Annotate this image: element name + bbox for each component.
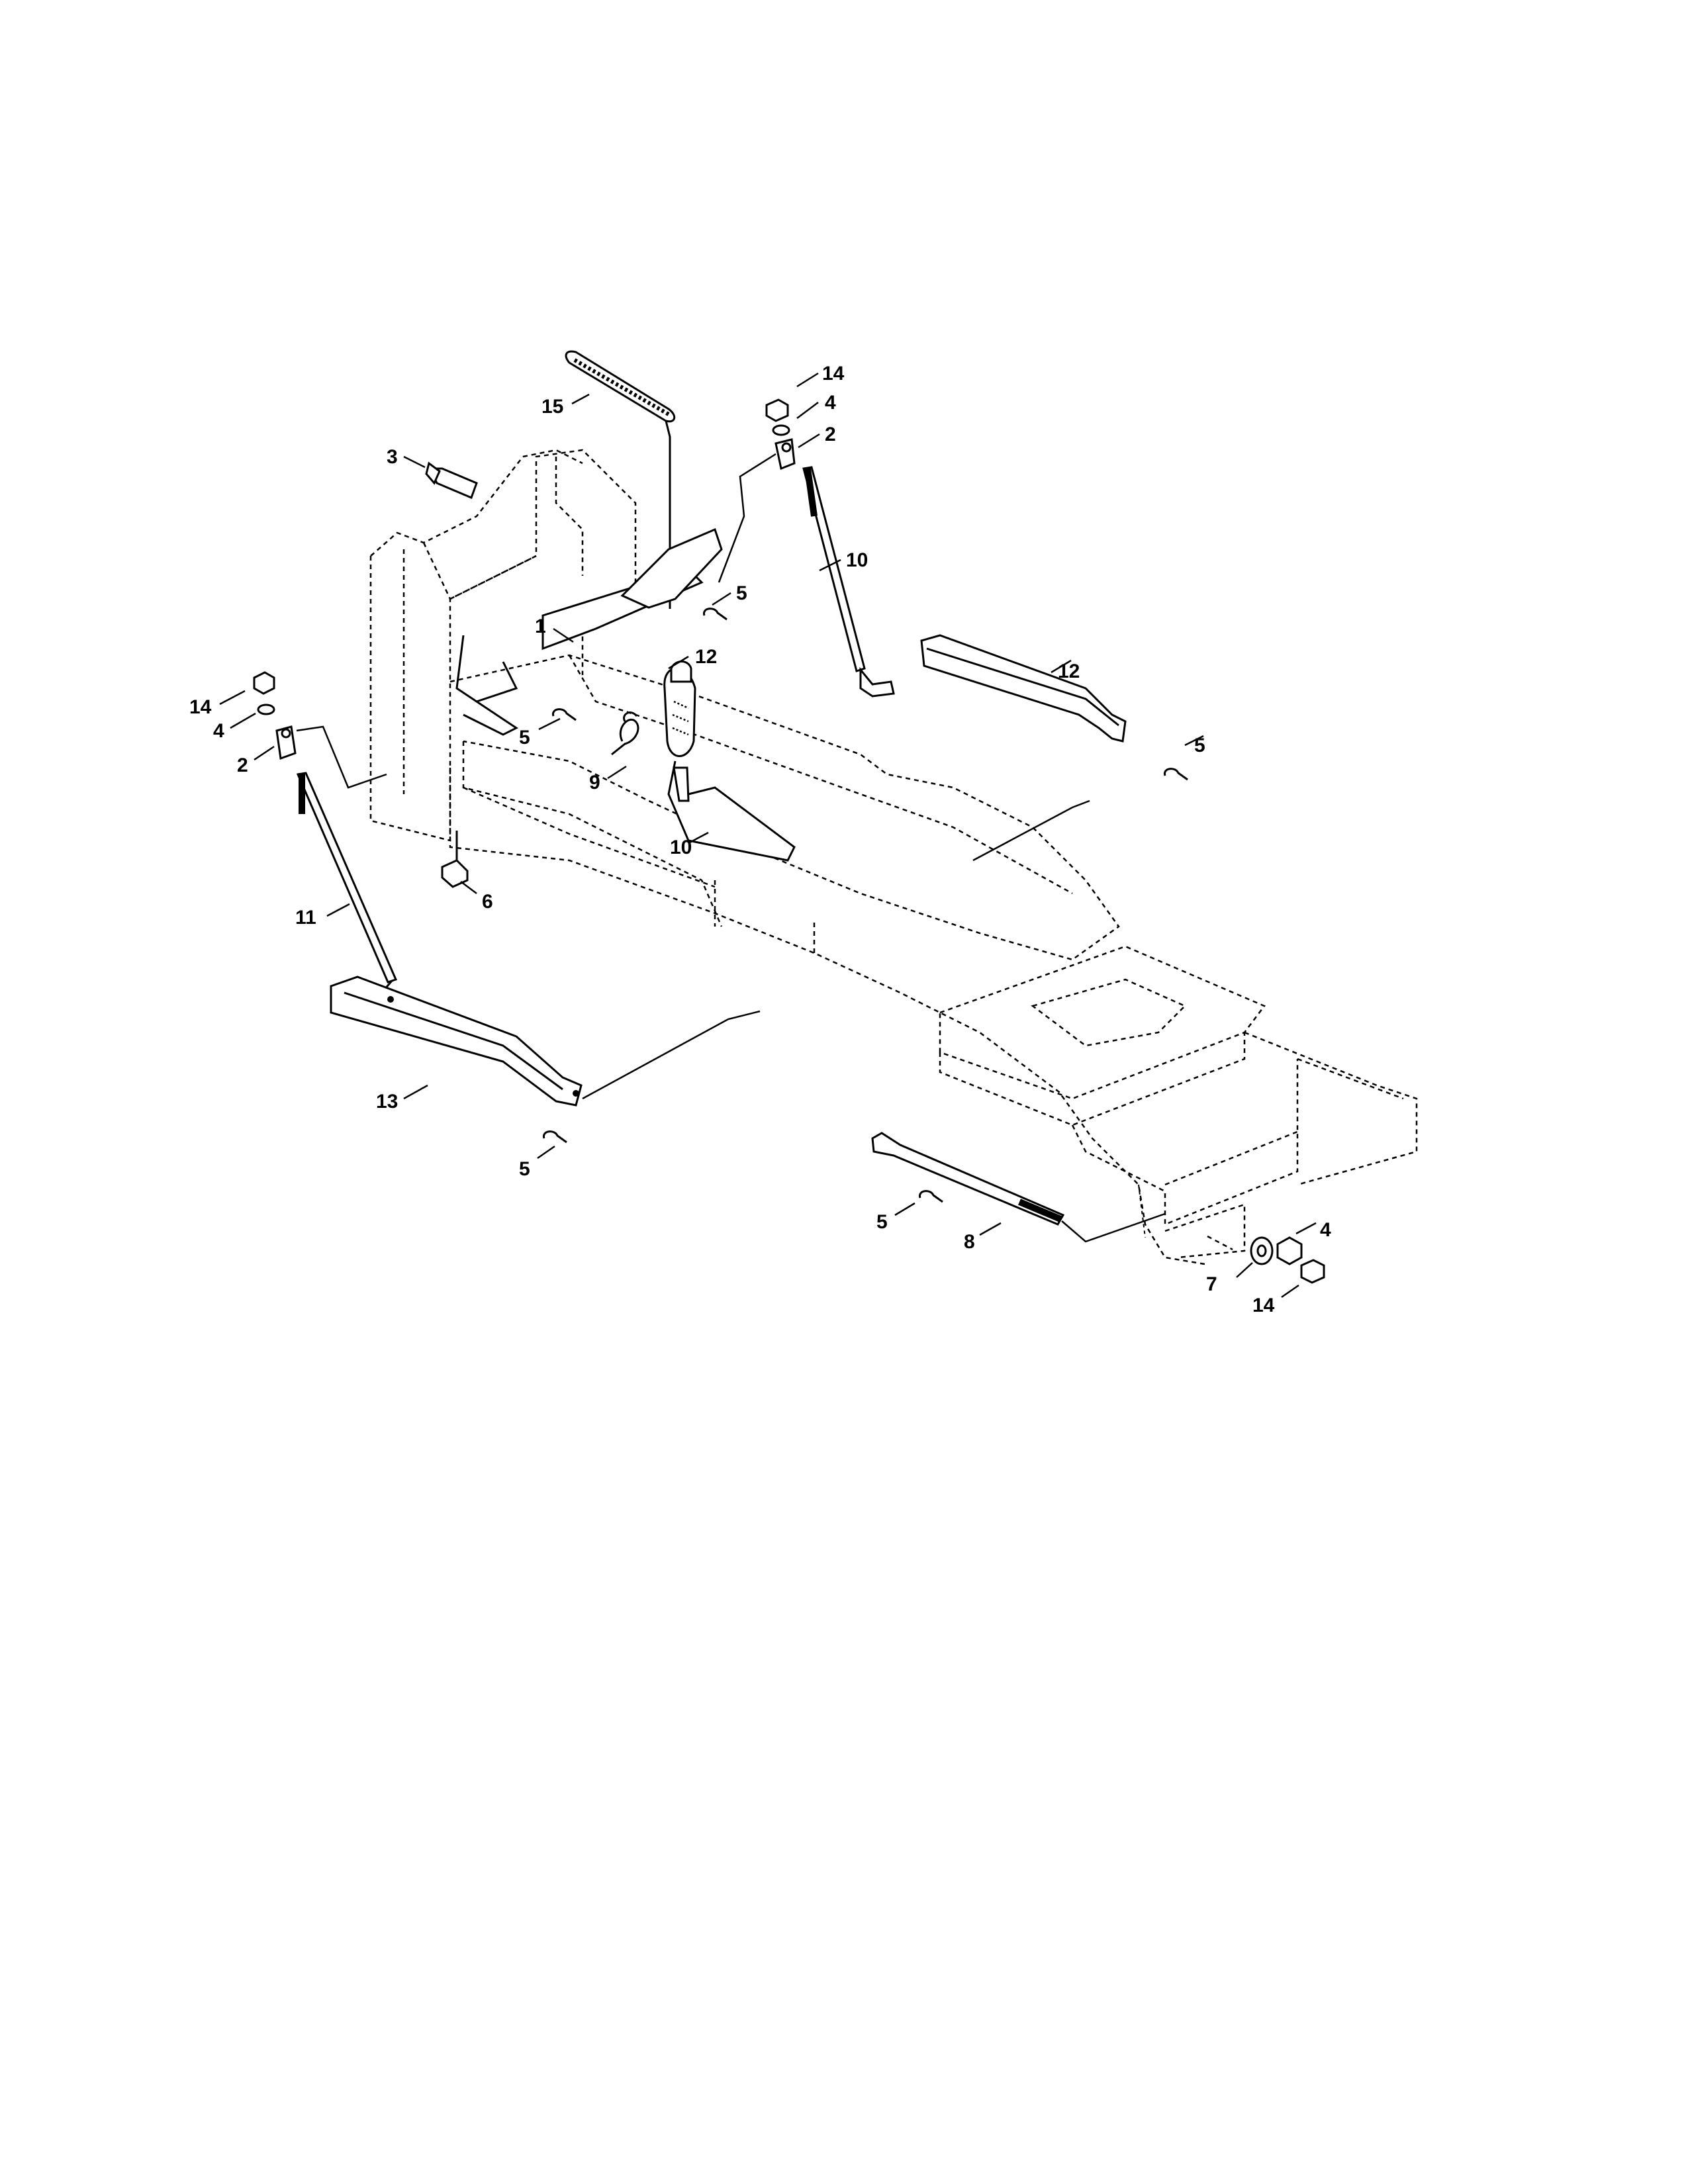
callout-5-mid: 5 [519,727,530,749]
callout-11: 7 [1206,1273,1217,1295]
part-12-right-link [920,634,1127,743]
callout-4-left: 4 [213,720,224,742]
callout-2-left: 2 [237,754,248,776]
callout-15: 15 [541,396,563,418]
callout-10-right: 10 [846,549,868,571]
cotter-pins [543,608,1188,1203]
callout-4-bottom: 4 [1320,1219,1331,1241]
callout-12-right: 12 [1058,660,1080,682]
callout-4-top: 4 [825,392,836,414]
callout-1: 1 [535,615,546,637]
part-9-rod [871,1132,1166,1243]
callout-5-left: 5 [519,1158,530,1180]
callout-5-top: 5 [736,582,747,604]
connection-lines [582,799,1090,1100]
callout-6: 6 [482,891,493,913]
part-12-left-link [330,976,583,1107]
callout-labels: 15 3 14 4 2 10 5 1 12 12 5 5 9 10 14 4 2… [189,363,1331,1316]
hardware-top-right [718,398,796,583]
callout-13: 12 [695,646,717,668]
callout-14-left: 14 [189,696,212,718]
callout-8: 10 [670,837,692,858]
part-10-right-rod [802,466,895,698]
callout-14-top: 14 [822,363,845,385]
part-6-nut [441,831,469,888]
callout-14-bottom: 14 [1252,1295,1275,1316]
callout-5-bottom: 5 [876,1211,888,1233]
part-10-left-rod [296,772,398,994]
part-1-lift-shaft [455,527,723,736]
callout-5-right: 5 [1194,735,1205,756]
callout-10-left: 11 [295,907,316,929]
callout-12-left: 13 [376,1091,398,1113]
hardware-bottom-right [1207,1235,1325,1284]
callout-leaders [219,372,1317,1298]
callout-9: 8 [964,1231,975,1253]
part-7-spring [611,711,639,756]
hardware-left [253,671,387,789]
part-8-handle-rod [667,760,796,862]
callout-7: 9 [589,772,600,794]
callout-2-top: 2 [825,424,836,445]
part-3-bolt [425,461,478,499]
part-13-handle [663,660,696,757]
callout-3: 3 [387,446,398,468]
